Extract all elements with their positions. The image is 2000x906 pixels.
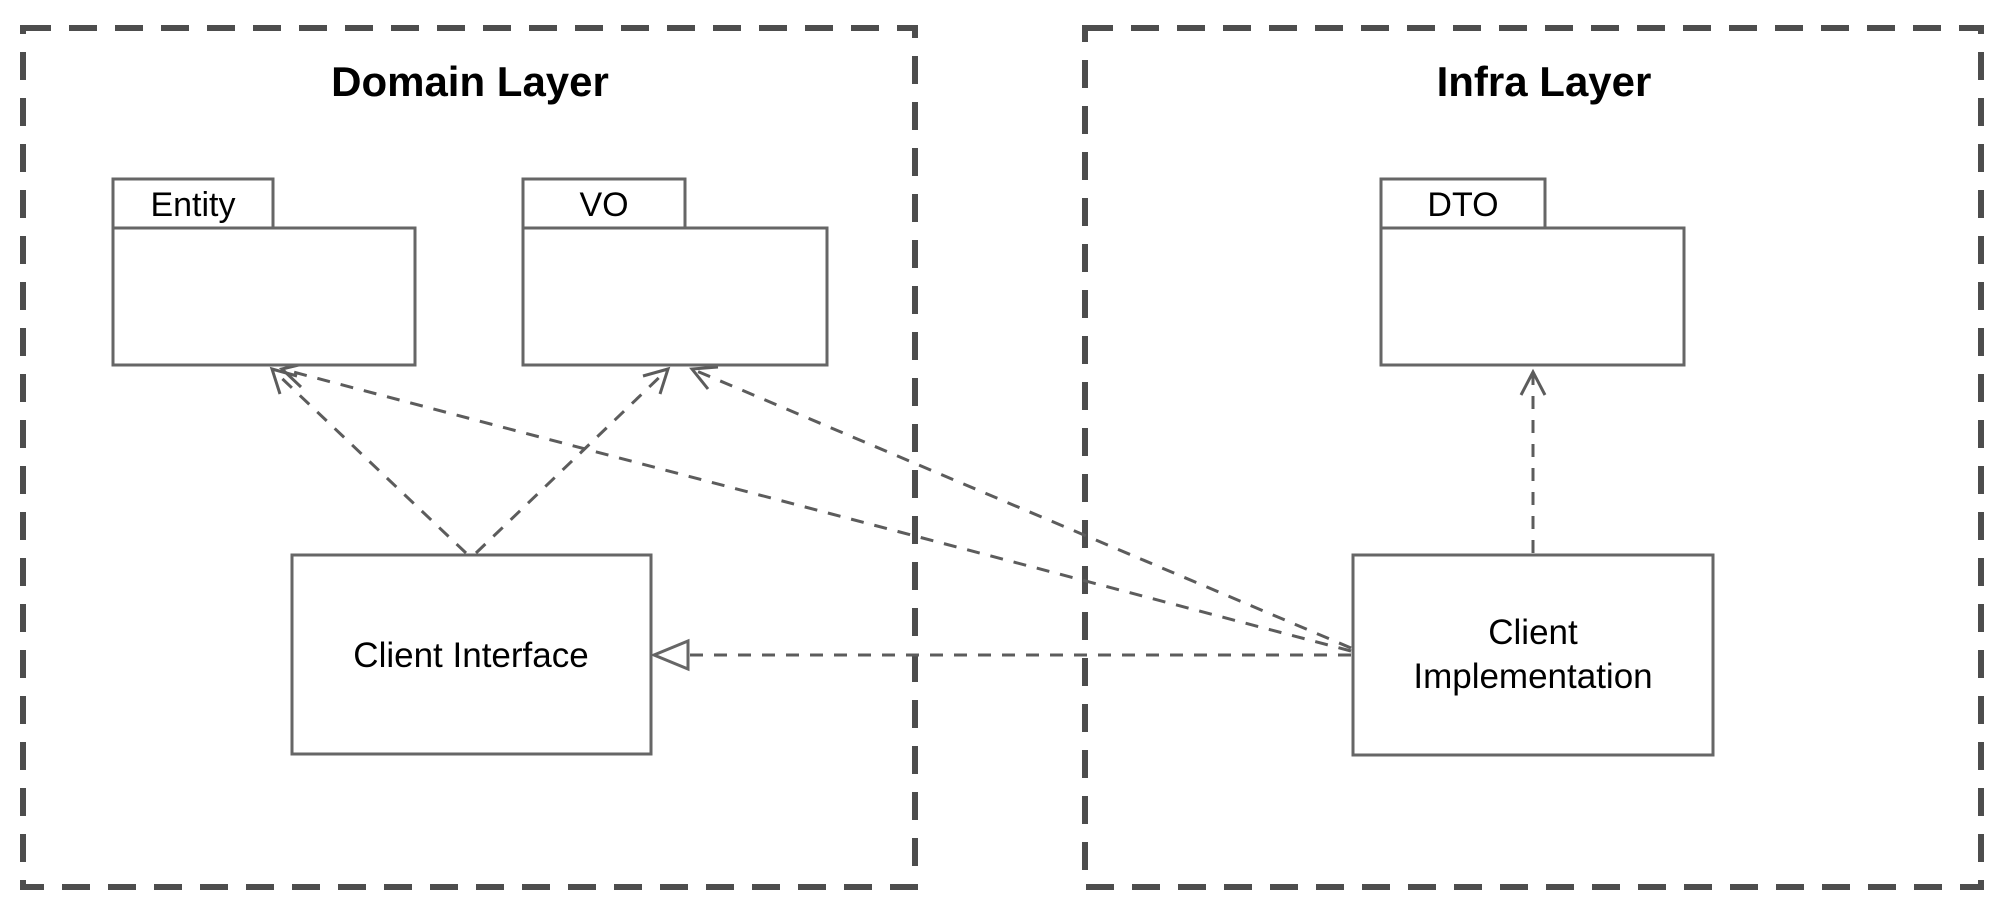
arrowhead-dto-from-implementation bbox=[1519, 368, 1547, 396]
package-vo-label: VO bbox=[579, 186, 628, 224]
edge-client-implementation-to-vo bbox=[691, 367, 1352, 650]
infra-layer-title: Infra Layer bbox=[1437, 58, 1652, 105]
package-vo-tab bbox=[521, 177, 687, 230]
edge-client-implementation-to-entity bbox=[281, 367, 1352, 653]
package-dto-body bbox=[1379, 226, 1686, 367]
client-interface-box bbox=[290, 553, 653, 756]
arrowhead-vo-from-interface bbox=[642, 366, 671, 395]
layer-domain: Domain Layer bbox=[20, 25, 918, 890]
client-implementation-box bbox=[1351, 553, 1715, 757]
arrowhead-vo-from-implementation bbox=[689, 365, 719, 390]
edge-client-interface-to-vo bbox=[474, 367, 670, 555]
node-client-interface: Client Interface bbox=[290, 553, 653, 756]
package-entity-body bbox=[111, 226, 417, 367]
package-vo-body bbox=[521, 226, 829, 367]
realization-triangle-arrowhead bbox=[650, 638, 690, 672]
node-client-implementation: Client Implementation bbox=[1351, 553, 1715, 757]
domain-layer-title: Domain Layer bbox=[331, 58, 609, 105]
package-dto-tab bbox=[1379, 177, 1547, 230]
layer-infra: Infra Layer bbox=[1082, 25, 1984, 890]
package-entity-label: Entity bbox=[150, 186, 235, 224]
infra-layer-container bbox=[1082, 25, 1984, 890]
edge-client-interface-to-entity bbox=[270, 367, 468, 555]
package-entity: Entity bbox=[111, 177, 417, 367]
client-implementation-label-line1: Client bbox=[1488, 613, 1578, 652]
package-vo: VO bbox=[521, 177, 829, 367]
package-dto-label: DTO bbox=[1427, 186, 1498, 224]
domain-layer-container bbox=[20, 25, 918, 890]
package-dto: DTO bbox=[1379, 177, 1686, 367]
client-implementation-label-line2: Implementation bbox=[1413, 657, 1652, 696]
client-interface-label: Client Interface bbox=[353, 636, 588, 675]
